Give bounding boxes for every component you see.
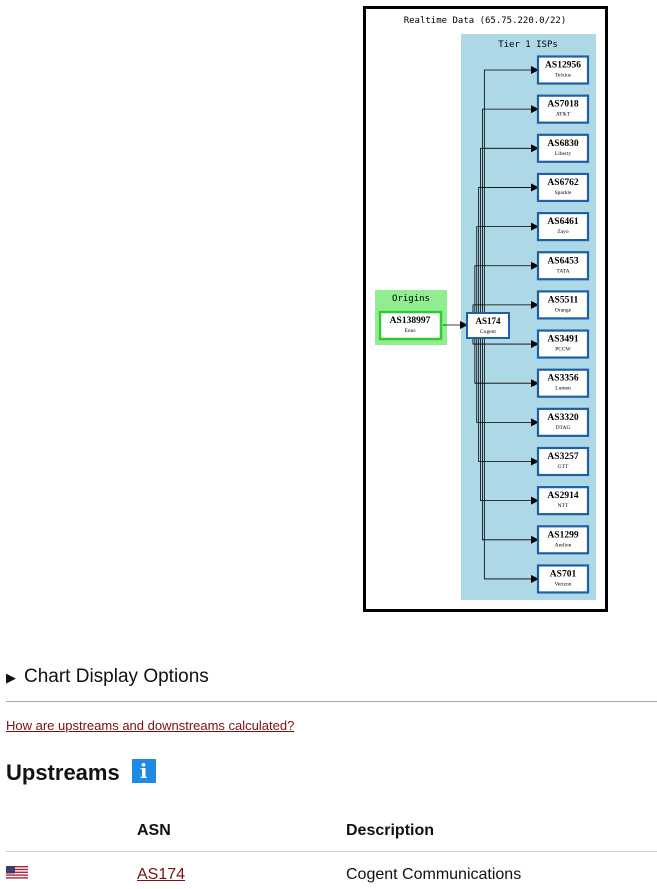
isp-node-name: PCCW [555,347,571,353]
tier1-cluster-label: Tier 1 ISPs [498,40,558,50]
isp-node [536,407,590,437]
edge-hub-to-isp [478,338,539,466]
edge-hub-to-isp [483,338,539,583]
isp-node-name: Sparkle [555,190,572,196]
upstreams-section-header: Upstreams i [6,759,156,786]
edge-hub-to-isp [482,338,539,544]
graph-title: Realtime Data (65.75.220.0/22) [404,16,567,26]
isp-node [536,55,590,85]
routing-graph: Realtime Data (65.75.220.0/22) Tier 1 ISP… [363,6,608,612]
isp-node-asn: AS701 [550,569,577,579]
chart-display-options-label: Chart Display Options [24,666,209,687]
isp-node-name: Arelion [555,542,572,548]
table-cell-description: Cogent Communications [346,866,522,883]
isp-node [536,251,590,281]
isp-node-asn: AS2914 [547,491,578,501]
isp-node [536,486,590,516]
edge-hub-to-isp [476,338,539,427]
isp-node-asn: AS1299 [547,530,578,540]
column-header-asn: ASN [137,822,171,839]
isp-node-asn: AS6461 [547,217,578,227]
isp-node-asn: AS7018 [547,100,578,110]
isp-node-asn: AS3491 [547,335,578,345]
edge-hub-to-isp [476,222,539,313]
isp-node [536,94,590,124]
isp-node-name: Verizon [554,581,571,587]
isp-node-name: TATA [556,268,569,274]
us-flag-icon [6,866,28,880]
isp-node [536,133,590,163]
isp-node-asn: AS3320 [547,413,578,423]
isp-node-name: Orange [555,307,572,313]
edge-hub-to-isp [480,338,539,505]
disclosure-triangle-icon: ▶ [6,669,16,685]
upstream-calculation-link[interactable]: How are upstreams and downstreams calcul… [6,718,295,733]
hub-node [466,312,510,339]
info-icon[interactable]: i [131,759,156,783]
origin-node-name: Enns [405,328,416,334]
isp-node-asn: AS6830 [547,139,578,149]
edge-hub-to-isp [472,300,539,313]
origin-node [378,310,443,341]
divider [6,701,657,702]
edge-hub-to-isp [472,338,539,349]
chart-display-options-toggle[interactable]: ▶ Chart Display Options [6,666,209,688]
isp-node [536,290,590,320]
isp-node-name: Zayo [557,229,569,235]
origin-node-asn: AS138997 [390,316,431,326]
isp-node [536,446,590,477]
edge-hub-to-isp [480,144,539,313]
origins-cluster-label: Origins [392,294,430,304]
isp-node-name: NTT [558,503,569,509]
isp-node [536,564,590,594]
hub-node-asn: AS174 [475,316,501,326]
isp-node-asn: AS6453 [547,256,578,266]
isp-node-asn: AS5511 [548,295,579,305]
column-header-description: Description [346,822,435,839]
isp-node-name: Lumen [555,386,571,392]
table-cell-asn[interactable]: AS174 [137,866,185,884]
routing-graph-svg: Realtime Data (65.75.220.0/22) Tier 1 ISP… [363,6,608,612]
edge-hub-to-isp [474,338,539,388]
isp-node-asn: AS3356 [547,374,578,384]
isp-node-name: DTAG [556,425,571,431]
isp-node [536,368,590,398]
table-header-divider [6,851,657,852]
isp-node-name: Telxius [555,73,571,79]
isp-node [536,525,590,555]
edge-hub-to-isp [483,66,539,313]
isp-node-name: GTT [558,464,569,470]
asn-link[interactable]: AS174 [137,866,186,883]
edge-hub-to-isp [474,261,539,313]
isp-node [536,212,590,242]
isp-node-asn: AS6762 [547,178,578,188]
isp-node-name: Liberty [555,151,571,157]
hub-node-name: Cogent [480,329,496,335]
isp-node-name: AT&T [556,112,571,118]
isp-node-asn: AS3257 [547,452,578,462]
edge-hub-to-isp [482,105,539,313]
isp-node [536,329,590,359]
upstreams-heading: Upstreams [6,760,120,785]
isp-node-asn: AS12956 [545,61,581,71]
isp-node [536,172,590,203]
edge-hub-to-isp [478,183,539,313]
